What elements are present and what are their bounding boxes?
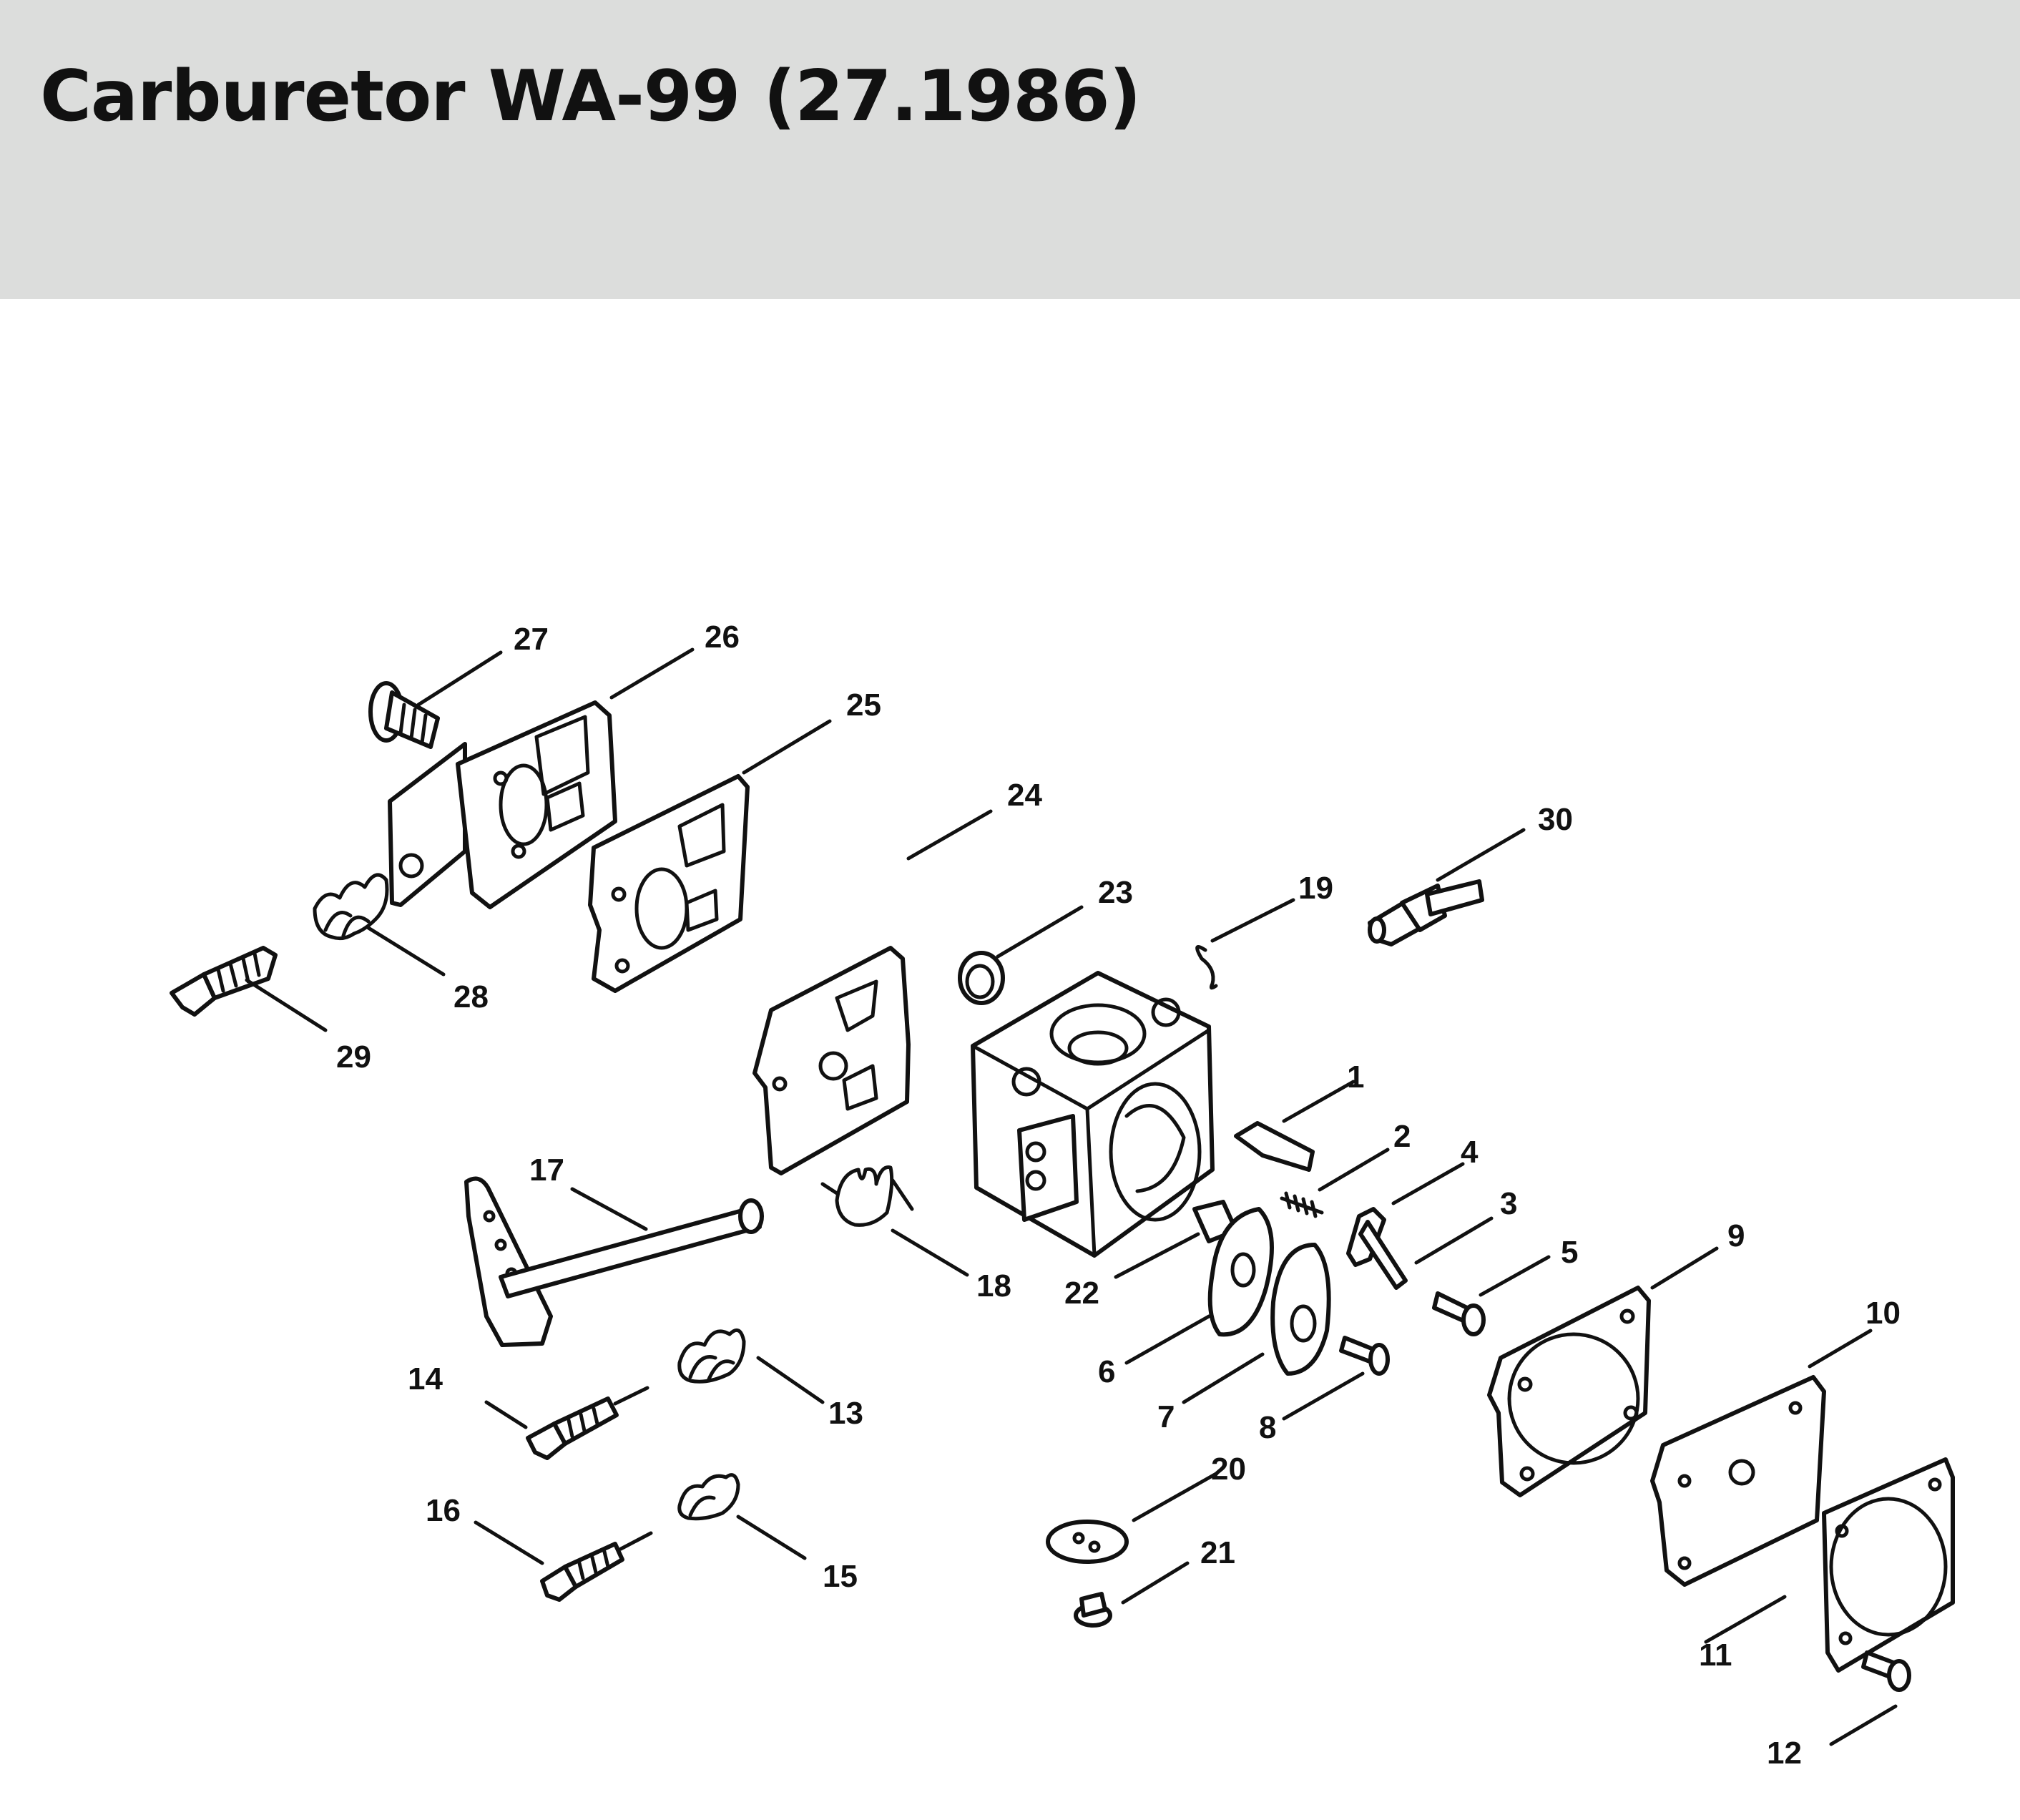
part-15-spring [677,1473,740,1521]
callout-25: 25 [846,688,881,723]
callout-9: 9 [1727,1218,1745,1253]
part-20-plug [1046,1520,1129,1564]
part-19-clip [1195,945,1218,990]
callout-numbers: 27 26 25 24 23 19 30 28 29 1 2 4 3 5 9 1… [336,620,1901,1771]
callout-15: 15 [823,1559,858,1594]
callout-1: 1 [1347,1060,1364,1095]
part-29-idle-speed-screw [170,946,278,1017]
part-21-screw [1074,1592,1112,1628]
callout-10: 10 [1865,1296,1901,1331]
callout-13: 13 [828,1396,863,1431]
part-30-fuel-fitting [1368,879,1484,946]
callout-5: 5 [1561,1235,1578,1270]
callout-4: 4 [1461,1135,1479,1170]
part-5-screw [1432,1291,1486,1336]
part-12-screw [1861,1650,1911,1692]
callout-11: 11 [1699,1638,1732,1673]
callout-27: 27 [514,622,549,657]
callout-16: 16 [426,1493,461,1528]
part-1-inlet-needle [1234,1121,1315,1172]
part-26-pump-cover [388,700,617,909]
part-28-spring [313,873,389,941]
part-2-spring [1280,1191,1324,1218]
part-13-spring [677,1328,746,1384]
part-11-cover [1822,1457,1955,1673]
leader-lines [245,647,1898,1746]
part-18-torsion-spring [820,1165,914,1227]
callout-22: 22 [1064,1276,1099,1311]
page-title: Carburetor WA-99 (27.1986) [40,56,1141,137]
callout-24: 24 [1007,778,1042,813]
callout-29: 29 [336,1039,371,1075]
callout-18: 18 [976,1268,1011,1303]
callout-26: 26 [705,620,740,655]
callout-19: 19 [1298,871,1333,906]
part-10-metering-diaphragm [1650,1375,1826,1587]
part-8-screw [1339,1336,1390,1376]
part-23-welch-plug [958,951,1005,1005]
callout-30: 30 [1538,802,1573,837]
callout-21: 21 [1200,1535,1235,1570]
part-27-screw [368,681,440,749]
part-9-gasket [1487,1286,1651,1497]
part-25-pump-diaphragm [588,774,750,993]
callout-28: 28 [453,979,489,1014]
callout-12: 12 [1767,1736,1802,1771]
callout-7: 7 [1157,1399,1175,1434]
part-24-gasket [752,946,911,1175]
callout-14: 14 [408,1361,443,1396]
part-22-carburetor-body [971,971,1215,1258]
part-17-throttle-shaft [464,1176,764,1347]
callout-23: 23 [1098,875,1133,910]
callout-6: 6 [1098,1354,1115,1389]
callout-2: 2 [1393,1119,1411,1154]
callout-3: 3 [1500,1186,1517,1221]
part-14-adjusting-screw [526,1386,649,1460]
page-header: Carburetor WA-99 (27.1986) [0,0,2020,299]
part-4-inlet-control-lever [1346,1207,1408,1290]
part-16-adjusting-screw [540,1531,653,1602]
part-7-throttle-plate [1270,1243,1331,1376]
part-6-gasket [1207,1207,1274,1337]
callout-17: 17 [529,1153,564,1188]
callout-8: 8 [1259,1410,1276,1445]
diagram-canvas: 27 26 25 24 23 19 30 28 29 1 2 4 3 5 9 1… [170,620,1955,1771]
callout-20: 20 [1211,1452,1246,1487]
exploded-parts-diagram: 27 26 25 24 23 19 30 28 29 1 2 4 3 5 9 1… [0,299,2020,1820]
